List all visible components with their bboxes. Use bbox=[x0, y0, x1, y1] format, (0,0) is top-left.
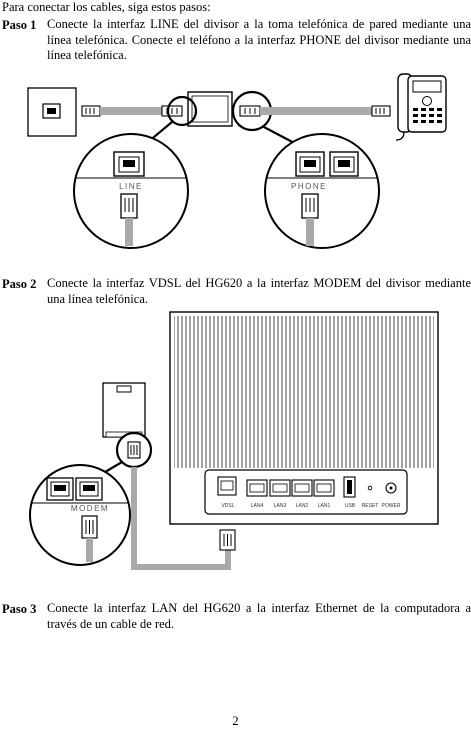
port-label-vdsl: VDSL bbox=[221, 503, 234, 509]
rj11-plug-icon bbox=[371, 105, 391, 117]
phone-port-callout bbox=[264, 133, 380, 249]
step-3-text: Conecte la interfaz LAN del HG620 a la i… bbox=[47, 601, 471, 631]
port-label-usb: USB bbox=[345, 503, 356, 509]
port-label-reset: RESET bbox=[362, 503, 379, 509]
rj11-plug-icon bbox=[219, 529, 236, 551]
step-1-text: Conecte la interfaz LINE del divisor a l… bbox=[47, 17, 471, 62]
router-icon bbox=[169, 311, 439, 525]
port-label-lan1: LAN1 bbox=[318, 503, 331, 509]
step-3-label: Paso 3 bbox=[2, 602, 37, 616]
line-port-callout bbox=[73, 133, 189, 249]
telephone-icon bbox=[395, 73, 447, 141]
step-1-label: Paso 1 bbox=[2, 18, 37, 32]
figure-line-phone-connection: LINE PHONE bbox=[27, 73, 447, 249]
rj11-plug-icon bbox=[239, 105, 261, 117]
phone-label: PHONE bbox=[291, 182, 327, 191]
step-2-text: Conecte la interfaz VDSL del HG620 a la … bbox=[47, 276, 471, 306]
rj11-plug-icon bbox=[81, 105, 101, 117]
figure-vdsl-modem-connection: VDSL LAN4 LAN3 LAN2 LAN1 USB RESET POWER bbox=[29, 311, 439, 570]
intro-text: Para conectar los cables, siga estos pas… bbox=[2, 0, 211, 14]
rj11-plug-icon bbox=[161, 105, 183, 117]
page-number: 2 bbox=[232, 714, 239, 728]
port-label-lan2: LAN2 bbox=[296, 503, 309, 509]
modem-label: MODEM bbox=[71, 504, 109, 513]
modem-port-callout bbox=[29, 464, 131, 566]
port-label-lan3: LAN3 bbox=[274, 503, 287, 509]
splitter-icon bbox=[102, 382, 146, 438]
port-label-lan4: LAN4 bbox=[251, 503, 264, 509]
port-label-power: POWER bbox=[382, 503, 401, 509]
step-2-label: Paso 2 bbox=[2, 277, 37, 291]
splitter-icon bbox=[166, 90, 273, 132]
line-label: LINE bbox=[119, 182, 143, 191]
wall-jack-icon bbox=[27, 87, 77, 137]
